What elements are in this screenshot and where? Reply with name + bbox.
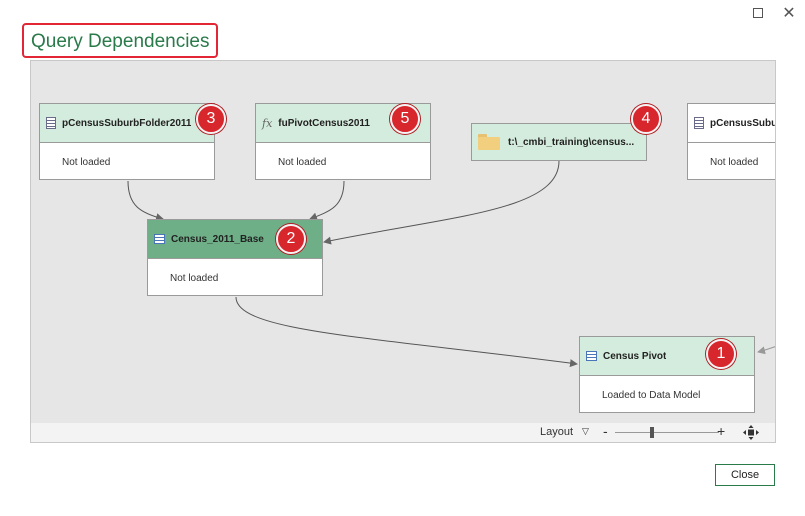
table-icon bbox=[586, 351, 597, 361]
title-highlight-box bbox=[22, 23, 218, 58]
query-node-status: Not loaded bbox=[278, 157, 327, 168]
query-node-name: fuPivotCensus2011 bbox=[278, 117, 370, 129]
dependency-edges bbox=[127, 160, 775, 368]
query-node-header: pCensusSuburbFolder2011 bbox=[40, 104, 214, 143]
callout-badge-5: 5 bbox=[390, 104, 420, 134]
zoom-slider[interactable] bbox=[615, 432, 719, 433]
zoom-slider-thumb[interactable] bbox=[650, 427, 654, 438]
edge-offscreen-to-pivot bbox=[757, 346, 775, 355]
callout-badge-2: 2 bbox=[276, 224, 306, 254]
query-node-folder-source[interactable]: t:\_cmbi_training\census... bbox=[471, 123, 647, 161]
zoom-out-button[interactable]: - bbox=[603, 423, 608, 439]
query-node-name: Census_2011_Base bbox=[171, 233, 264, 245]
query-node-pcensussubu[interactable]: pCensusSubu Not loaded bbox=[687, 103, 776, 180]
query-node-status: Not loaded bbox=[62, 157, 111, 168]
callout-badge-4: 4 bbox=[631, 104, 661, 134]
query-node-status: Loaded to Data Model bbox=[602, 390, 701, 401]
edge-folder-to-base bbox=[323, 160, 560, 245]
close-icon: ✕ bbox=[782, 5, 796, 22]
fit-to-screen-icon[interactable] bbox=[743, 425, 759, 440]
dialog-title: Query Dependencies bbox=[31, 31, 210, 52]
query-node-name: pCensusSubu bbox=[710, 117, 776, 129]
zoom-in-button[interactable]: + bbox=[717, 423, 726, 439]
parameter-icon bbox=[694, 117, 704, 129]
query-node-header: t:\_cmbi_training\census... bbox=[472, 124, 646, 160]
query-node-status: Not loaded bbox=[170, 273, 219, 284]
edge-function-to-base bbox=[309, 180, 345, 221]
canvas-statusbar: Layout ▽ - + bbox=[30, 423, 776, 443]
chevron-down-icon[interactable]: ▽ bbox=[582, 426, 589, 436]
layout-dropdown-label[interactable]: Layout bbox=[540, 426, 574, 438]
callout-badge-1: 1 bbox=[706, 339, 736, 369]
window-close-button[interactable]: ✕ bbox=[779, 4, 799, 22]
query-node-status: Not loaded bbox=[710, 157, 759, 168]
maximize-button[interactable] bbox=[748, 4, 768, 22]
folder-icon bbox=[478, 134, 500, 150]
table-icon bbox=[154, 234, 165, 244]
function-icon: fx bbox=[262, 116, 273, 130]
maximize-icon bbox=[753, 8, 763, 18]
edge-base-to-pivot bbox=[235, 296, 578, 368]
close-button[interactable]: Close bbox=[715, 464, 775, 486]
query-node-header: pCensusSubu bbox=[688, 104, 776, 143]
callout-badge-3: 3 bbox=[196, 104, 226, 134]
query-node-pcensussuburbfolder2011[interactable]: pCensusSuburbFolder2011 Not loaded bbox=[39, 103, 215, 180]
dependency-graph-canvas[interactable]: pCensusSuburbFolder2011 Not loaded 3 fx … bbox=[30, 60, 776, 424]
parameter-icon bbox=[46, 117, 56, 129]
edge-param-to-base bbox=[127, 180, 164, 222]
query-node-name: t:\_cmbi_training\census... bbox=[508, 136, 635, 148]
query-node-name: pCensusSuburbFolder2011 bbox=[62, 117, 192, 129]
query-node-name: Census Pivot bbox=[603, 350, 667, 362]
